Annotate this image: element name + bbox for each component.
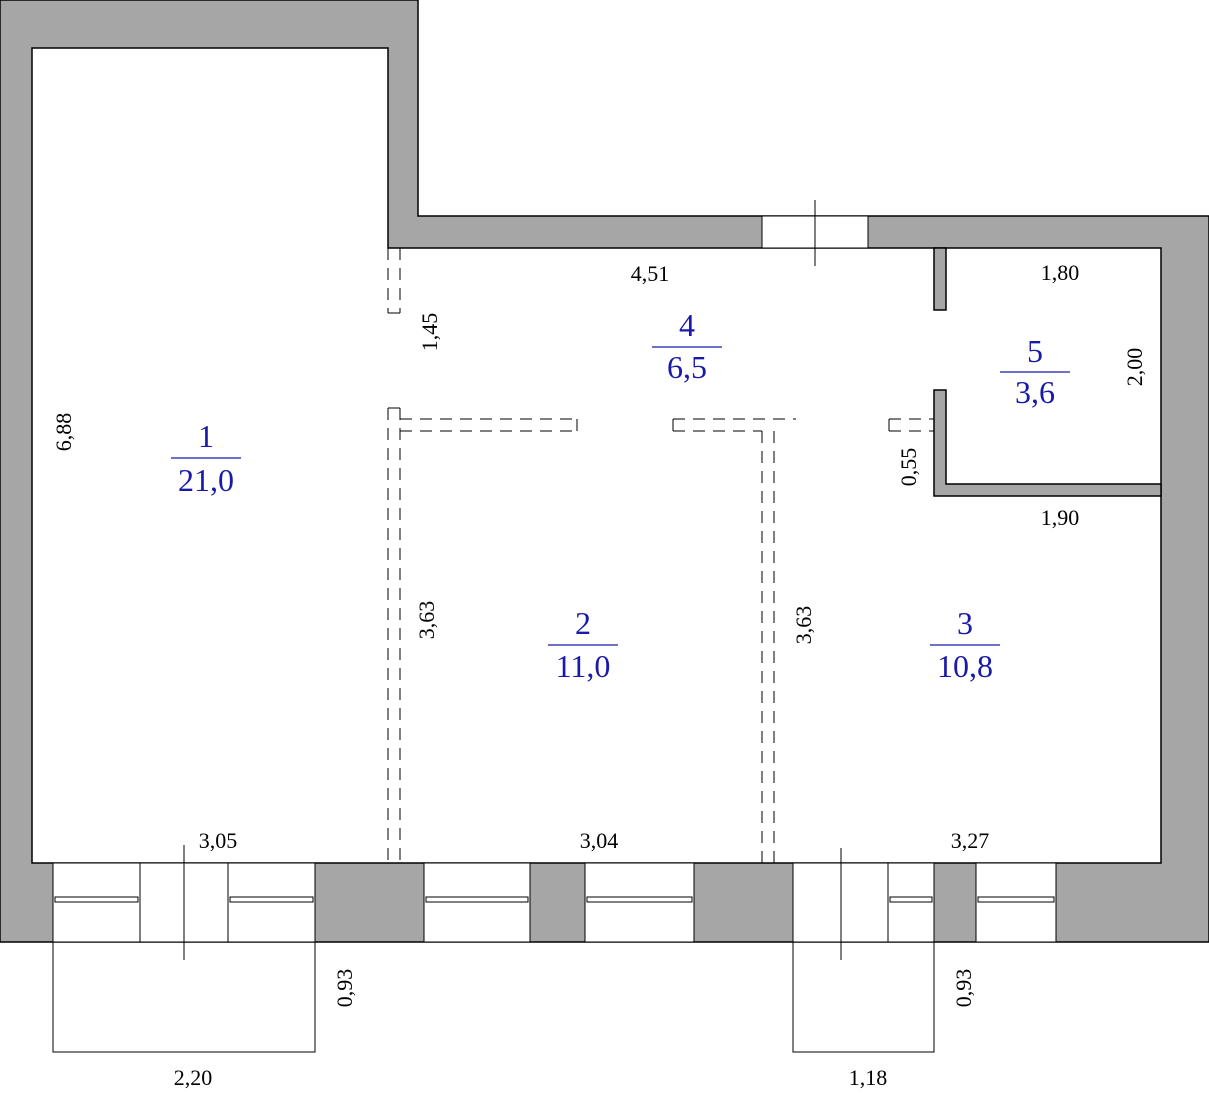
dim-porch2-width: 1,18	[849, 1065, 888, 1090]
dim-room2-height: 3,63	[414, 601, 439, 640]
dim-porch2-depth: 0,93	[951, 969, 976, 1008]
dim-room3-gap: 0,55	[896, 448, 921, 487]
dim-room3-height: 3,63	[791, 606, 816, 645]
room-label-1: 1 21,0	[171, 418, 241, 498]
dim-room4-width: 4,51	[631, 261, 670, 286]
dim-room5-height: 2,00	[1122, 348, 1147, 387]
room-number-3: 3	[957, 605, 973, 641]
porch-left	[52, 941, 316, 1053]
partition-wall-room5-lower	[933, 389, 1162, 497]
room-area-4: 6,5	[667, 349, 707, 385]
dim-room1-height: 6,88	[51, 413, 76, 452]
porch-right	[792, 941, 935, 1053]
dim-room2-width: 3,04	[580, 828, 619, 853]
room-area-2: 11,0	[556, 648, 611, 684]
room-label-5: 5 3,6	[1000, 333, 1070, 410]
room-number-1: 1	[198, 418, 214, 454]
room-number-2: 2	[575, 605, 591, 641]
partition-wall-room5	[933, 247, 947, 311]
room-number-5: 5	[1027, 333, 1043, 369]
bottom-windows	[52, 845, 1057, 960]
room-label-4: 4 6,5	[652, 307, 722, 385]
dim-porch1-depth: 0,93	[332, 969, 357, 1008]
room-area-5: 3,6	[1015, 374, 1055, 410]
dim-room1-width: 3,05	[199, 828, 238, 853]
dim-room5-width-top: 1,80	[1041, 260, 1080, 285]
interior-floor	[31, 47, 1162, 864]
dim-porch1-width: 2,20	[174, 1065, 213, 1090]
room-number-4: 4	[679, 307, 695, 343]
dim-room3-width: 3,27	[951, 828, 990, 853]
room-area-3: 10,8	[937, 648, 993, 684]
room-label-3: 3 10,8	[930, 605, 1000, 684]
room-label-2: 2 11,0	[548, 605, 618, 684]
dim-room4-entry: 1,45	[417, 313, 442, 352]
dashed-partitions	[387, 248, 934, 863]
dim-room5-width-bottom: 1,90	[1041, 505, 1080, 530]
room-area-1: 21,0	[178, 462, 234, 498]
